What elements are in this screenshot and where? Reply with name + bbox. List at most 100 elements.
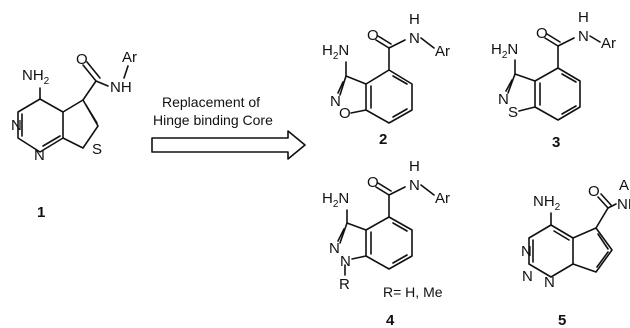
benzene-ring-bonds [534,67,581,121]
amide-bond [595,207,609,229]
nitrogen-label: N [522,268,533,285]
double-bond [561,105,577,115]
nitrogen-label: N [409,30,420,47]
ar-label: Ar [122,49,137,66]
nitrogen-label: N [11,117,22,134]
isoxazole-bonds [339,75,367,96]
isoxazole-bond [350,109,367,114]
hydrogen-label: H [578,9,589,26]
compound-3: H2N O N H Ar N S 3 [491,9,616,151]
ar-label: Ar [435,43,450,60]
compound-number: 1 [37,204,45,221]
oxygen-label: O [536,25,548,42]
n-ar-bond [123,65,129,79]
h2n-label: H2N [491,41,518,61]
open-arrow-shape [151,130,306,160]
r-label: R [339,276,350,293]
nh-label: NH [110,79,132,96]
n-ar-bond [420,37,435,49]
h2n-label: H2N [322,190,349,210]
carbonyl-bond [600,193,612,206]
oxygen-label: O [339,105,351,122]
double-bond [561,73,577,83]
carbonyl-bond [377,182,392,192]
carbonyl-bond [546,33,561,43]
nitrogen-label: N [329,240,340,257]
compound-number: 3 [552,134,560,151]
isothiazole-bonds [507,73,536,94]
n-bond [388,186,406,196]
nh2-label: NH2 [533,193,561,213]
pyrazole-bonds [339,222,367,244]
double-bond [392,254,408,264]
n-bond [388,39,406,49]
sulfur-label: S [508,104,518,121]
oxygen-label: O [588,183,600,200]
ar-label: Ar [435,190,450,207]
sulfur-label: S [92,141,102,158]
carbonyl-bond [375,186,390,196]
oxygen-label: O [367,174,379,191]
thiophene-ring-bonds [62,99,99,149]
r-group-caption: R= H, Me [383,284,443,300]
carbonyl-bond [597,196,609,209]
isothiazole-bond [518,106,536,112]
compound-1: NH2 O NH Ar N N S 1 [11,49,137,221]
compound-number: 4 [386,312,395,328]
benzene-ring-bonds [365,216,413,270]
n-ar-bond [420,184,435,196]
nitrogen-label: N [544,274,555,291]
benzene-ring-bonds [365,69,413,124]
nitrogen-label: N [340,253,351,270]
n-bond [95,80,109,87]
hydrogen-label: H [409,158,420,175]
compound-number: 5 [558,312,566,328]
replacement-arrow: Replacement of Hinge binding Core [151,94,306,160]
double-bond [392,108,408,118]
hydrogen-label: H [409,11,420,28]
carbonyl-bond [86,61,101,79]
pyrimidine-ring-bonds [17,98,64,153]
pyrrole-ring-bonds [572,227,613,273]
nitrogen-label: N [498,91,509,108]
ar-label: Ar [601,35,616,52]
double-bond [337,228,345,242]
carbonyl-bond [375,39,390,49]
carbonyl-bond [544,37,559,47]
pyrazole-bond [351,255,367,260]
arrow-caption-line1: Replacement of [162,94,260,110]
oxygen-label: O [367,27,379,44]
n-ar-bond [589,35,601,43]
oxygen-label: O [76,51,88,68]
nitrogen-label: N [34,147,45,164]
amide-bond [82,80,97,101]
nh-partial-label: NH [617,196,630,213]
double-bond [597,233,609,250]
compound-number: 2 [379,131,387,148]
carbonyl-bond [377,35,392,45]
double-bond [596,251,609,268]
ar-partial-label: A [619,177,629,194]
compound-4: H2N O N H Ar N N H R R= H, Me 4 [322,158,450,328]
h2n-label: H2N [322,42,349,62]
nh2-label: NH2 [22,67,50,87]
arrow-caption-line2: Hinge binding Core [153,112,273,128]
nitrogen-label: N [409,177,420,194]
double-bond [553,230,570,241]
double-bond [392,75,408,85]
n-bond [557,37,575,47]
n-bond [607,203,617,209]
compound-5: NH2 O NH A N N N N 5 [521,177,630,328]
double-bond [337,81,344,94]
nitrogen-label: N [330,93,341,110]
compound-2: H2N O N H Ar N O 2 [322,11,450,148]
nitrogen-label: N [578,28,589,45]
double-bond [392,222,408,232]
double-bond [42,135,61,147]
double-bond [85,104,98,124]
nitrogen-label: N [521,243,532,260]
triazine-ring-bonds [528,224,574,278]
double-bond [505,79,513,92]
carbonyl-bond [82,64,97,82]
